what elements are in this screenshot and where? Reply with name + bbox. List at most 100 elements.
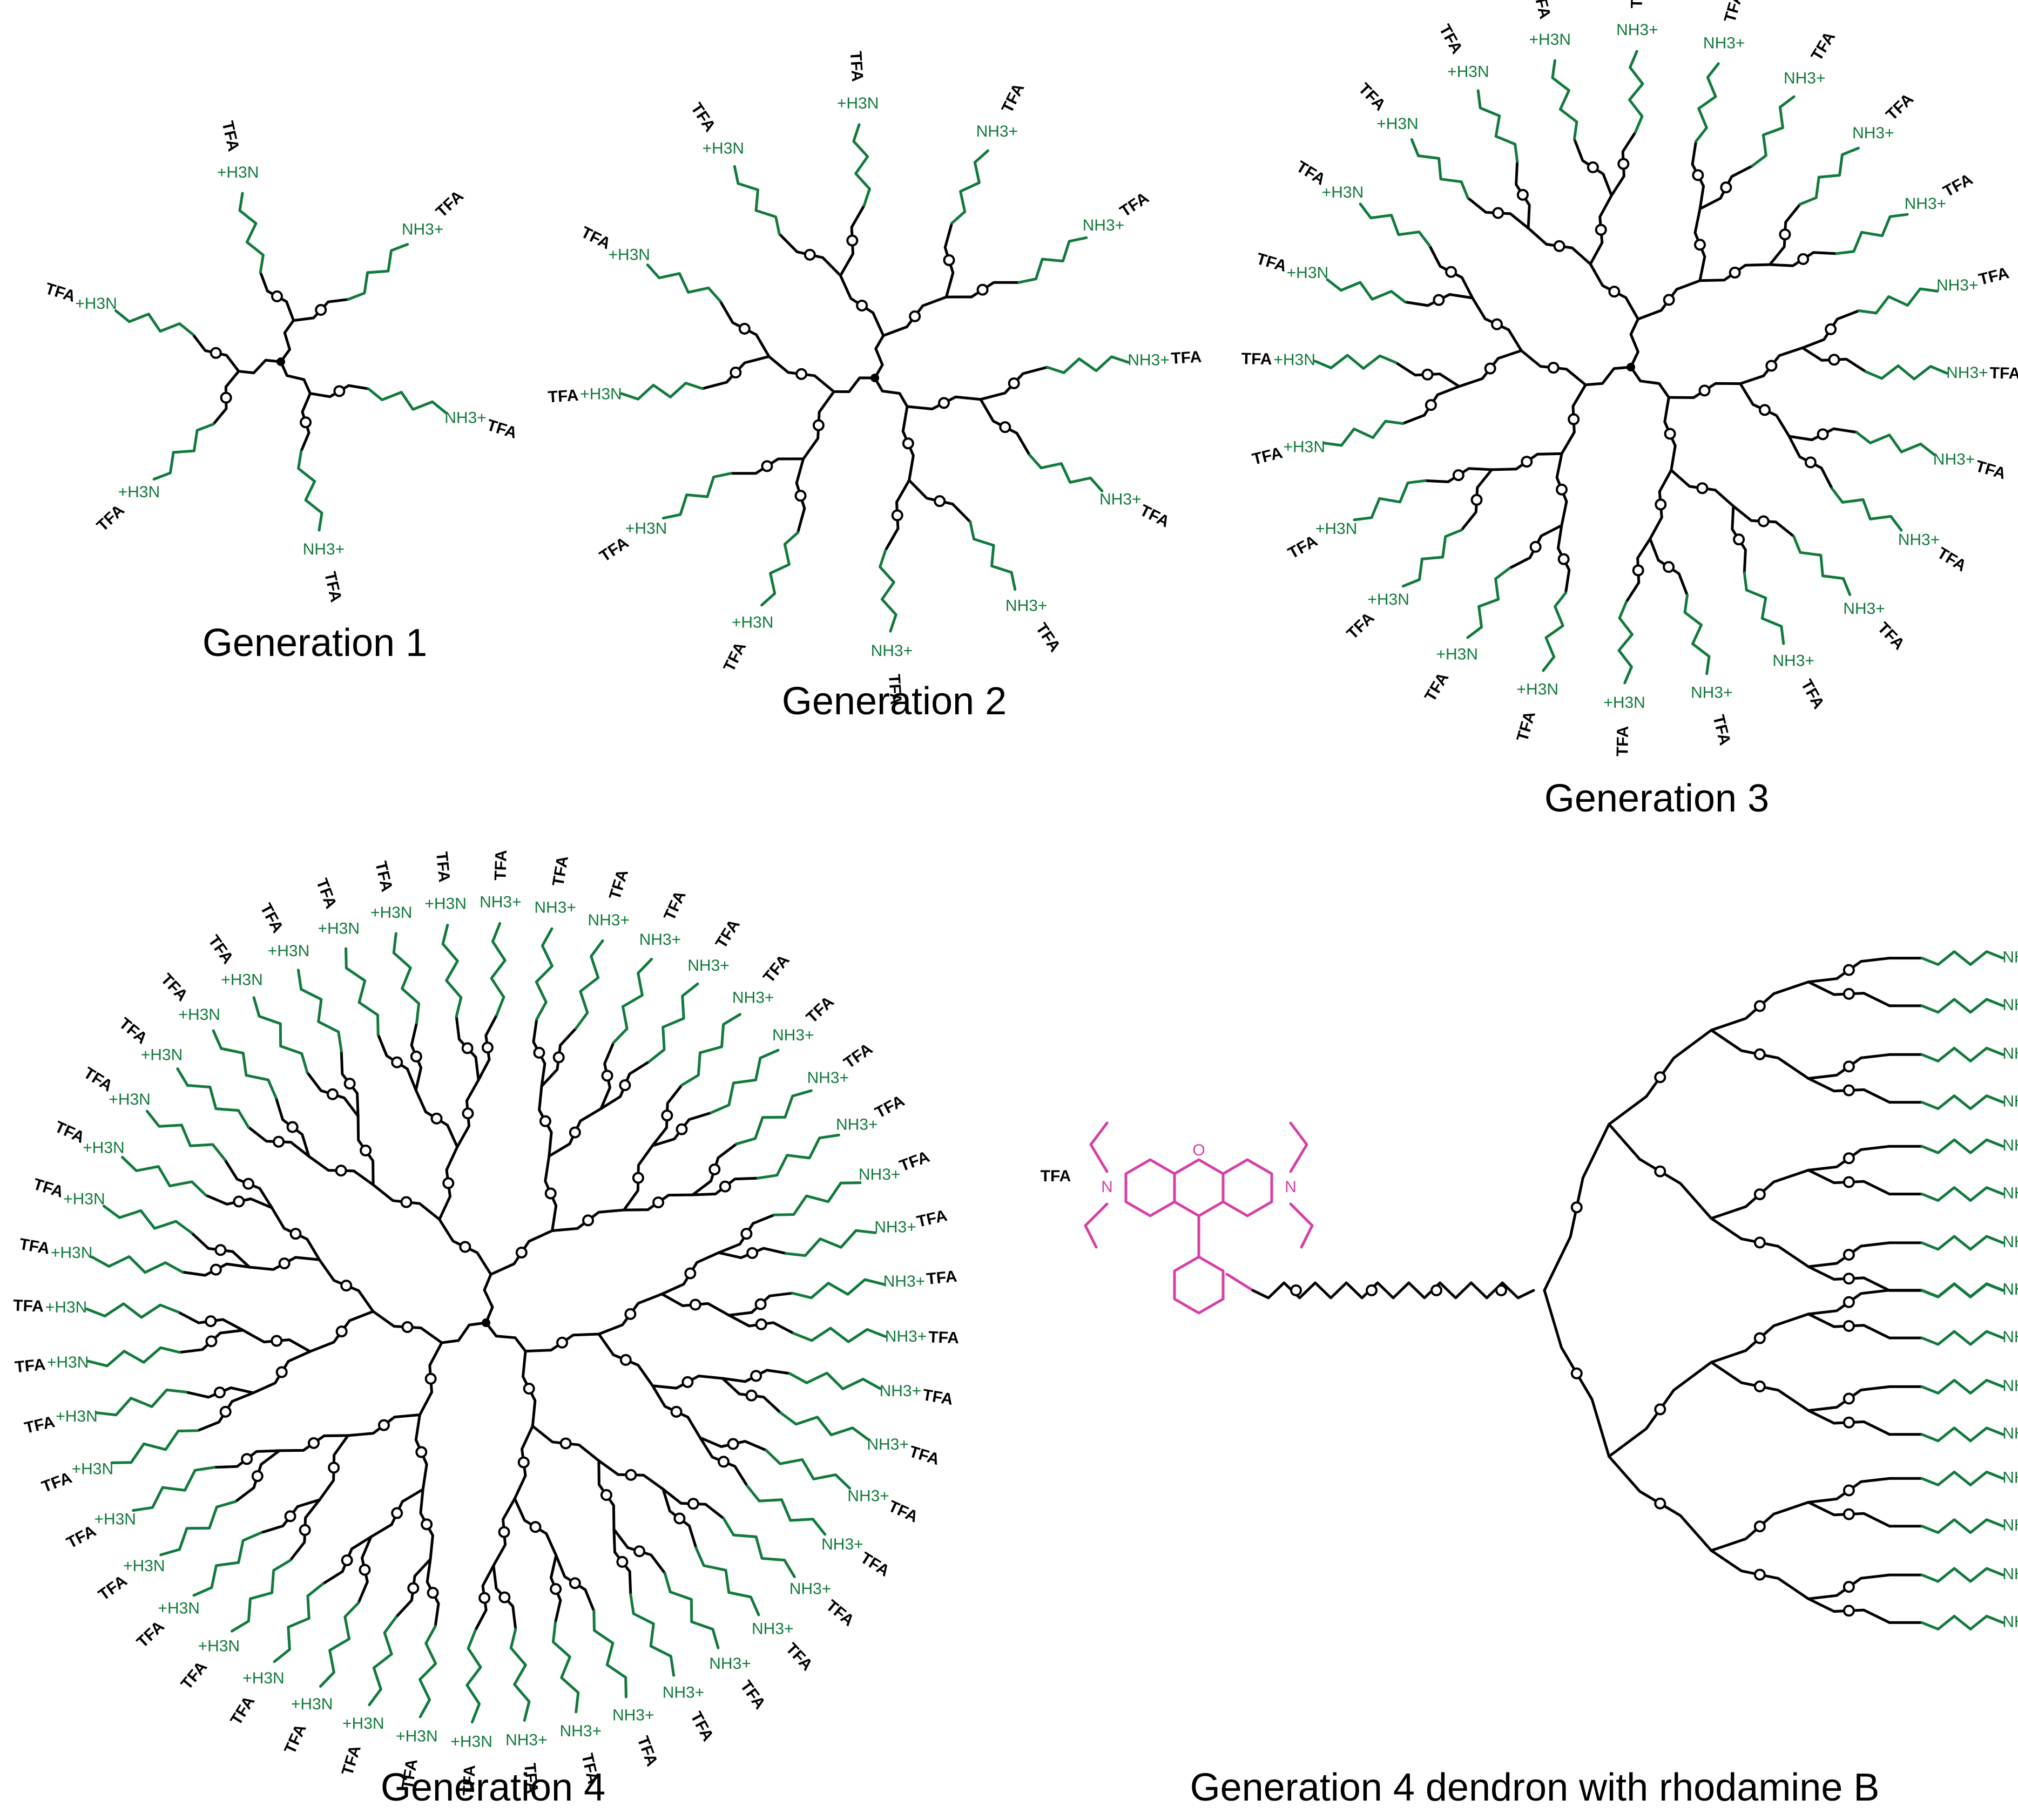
amine-arm xyxy=(969,520,1017,591)
tfa-counterion: TFA xyxy=(841,1040,876,1072)
core-atom xyxy=(870,374,879,382)
ammonium-label: NH3+ xyxy=(2002,1425,2018,1443)
ester-oxygen xyxy=(219,1405,232,1418)
ester-oxygen xyxy=(761,460,773,472)
ester-oxygen xyxy=(999,421,1011,434)
ester-oxygen xyxy=(210,347,222,359)
ammonium-label: NH3+ xyxy=(976,123,1018,140)
amine-arm xyxy=(273,1582,325,1663)
ester-oxygen xyxy=(812,419,825,431)
ester-oxygen xyxy=(271,290,283,302)
tfa-counterion: TFA xyxy=(1032,620,1064,655)
ester-oxygen xyxy=(673,1512,686,1525)
ester-oxygen xyxy=(937,397,950,409)
ammonium-label: +H3N xyxy=(450,1733,492,1750)
amine-arm xyxy=(1920,1094,2004,1111)
ester-oxygen xyxy=(539,1115,551,1127)
tfa-counterion: TFA xyxy=(915,1207,949,1231)
amine-arm xyxy=(694,1546,760,1616)
ester-oxygen xyxy=(1753,1380,1766,1392)
ammonium-label: +H3N xyxy=(198,1637,240,1655)
amine-arm xyxy=(1920,1614,2004,1630)
ethyl-group xyxy=(1084,1202,1109,1249)
ammonium-label: NH3+ xyxy=(2002,996,2018,1014)
ester-oxygen xyxy=(210,1263,222,1276)
tfa-counterion: TFA xyxy=(23,1413,57,1437)
amine-arm xyxy=(1920,1567,2004,1583)
ammonium-label: NH3+ xyxy=(2002,1233,2018,1251)
tfa-counterion: TFA xyxy=(218,119,242,153)
ester-oxygen xyxy=(1842,1392,1855,1405)
xanthene-oxygen: O xyxy=(1192,1141,1205,1159)
ammonium-label: +H3N xyxy=(1529,31,1571,49)
amine-arm xyxy=(1402,529,1463,588)
tfa-counterion: TFA xyxy=(257,901,287,936)
amine-arm xyxy=(575,939,604,1030)
ammonium-label: +H3N xyxy=(118,483,160,501)
ester-oxygen xyxy=(1570,1367,1583,1379)
core-bond xyxy=(832,376,876,393)
tfa-counterion: TFA xyxy=(372,860,396,894)
ester-oxygen xyxy=(661,1109,673,1122)
amine-arm xyxy=(1920,1378,2004,1395)
ammonium-label: +H3N xyxy=(625,520,667,538)
tfa-counterion: TFA xyxy=(227,1693,259,1729)
core-bond xyxy=(237,358,282,375)
tfa-counterion: TFA xyxy=(857,1549,893,1580)
ammonium-label: NH3+ xyxy=(1852,124,1894,142)
amine-arm xyxy=(1551,59,1578,141)
ammonium-label: +H3N xyxy=(63,1190,105,1208)
ester-oxygen xyxy=(804,248,816,261)
ammonium-label: +H3N xyxy=(1376,115,1419,133)
ammonium-label: NH3+ xyxy=(480,893,522,911)
ammonium-label: +H3N xyxy=(370,904,413,922)
ester-oxygen xyxy=(681,1376,694,1388)
ammonium-label: +H3N xyxy=(158,1600,200,1618)
ester-oxygen xyxy=(1290,1284,1302,1296)
amine-arm xyxy=(1476,89,1519,163)
ammonium-label: +H3N xyxy=(141,1046,183,1064)
tfa-counterion: TFA xyxy=(1797,676,1827,712)
tfa-counterion: TFA xyxy=(1170,348,1202,368)
amine-arm xyxy=(1798,146,1860,206)
tfa-counterion: TFA xyxy=(1254,250,1289,275)
ester-oxygen xyxy=(1557,553,1570,565)
ammonium-label: NH3+ xyxy=(874,1219,916,1236)
ammonium-label: +H3N xyxy=(75,295,117,313)
amine-arm xyxy=(392,932,421,1025)
ester-oxygen xyxy=(856,299,868,312)
tfa-counterion: TFA xyxy=(157,970,191,1005)
ester-oxygen xyxy=(750,1370,762,1382)
core-bond xyxy=(1629,317,1639,369)
ammonium-label: NH3+ xyxy=(880,1382,922,1400)
amine-arm xyxy=(791,1278,886,1300)
peg-linker xyxy=(1251,1281,1535,1300)
ester-oxygen xyxy=(624,1308,637,1320)
amine-arm xyxy=(509,1627,531,1722)
tfa-counterion: TFA xyxy=(907,1443,942,1469)
amine-arm xyxy=(85,1302,180,1319)
ester-oxygen xyxy=(214,1244,227,1256)
ester-oxygen xyxy=(1825,323,1837,335)
amine-arm xyxy=(592,1609,627,1699)
ester-oxygen xyxy=(335,1165,347,1177)
tfa-counterion: TFA xyxy=(803,993,838,1027)
ester-oxygen xyxy=(1529,540,1542,553)
ester-oxygen xyxy=(1758,404,1771,416)
ester-oxygen xyxy=(1693,239,1706,251)
ester-oxygen xyxy=(1753,1048,1766,1060)
ester-oxygen xyxy=(569,1577,581,1589)
ammonium-label: NH3+ xyxy=(1128,351,1170,369)
ester-oxygen xyxy=(1804,456,1817,469)
ester-oxygen xyxy=(943,254,955,266)
iminium-nitrogen: N xyxy=(1101,1178,1113,1196)
tfa-counterion: TFA xyxy=(606,868,632,902)
amine-arm xyxy=(1920,1518,2004,1534)
ester-oxygen xyxy=(328,1462,340,1474)
tfa-counterion: TFA xyxy=(52,1118,87,1147)
ester-oxygen xyxy=(300,416,312,429)
ester-oxygen xyxy=(670,1405,683,1418)
ester-oxygen xyxy=(1779,228,1791,241)
